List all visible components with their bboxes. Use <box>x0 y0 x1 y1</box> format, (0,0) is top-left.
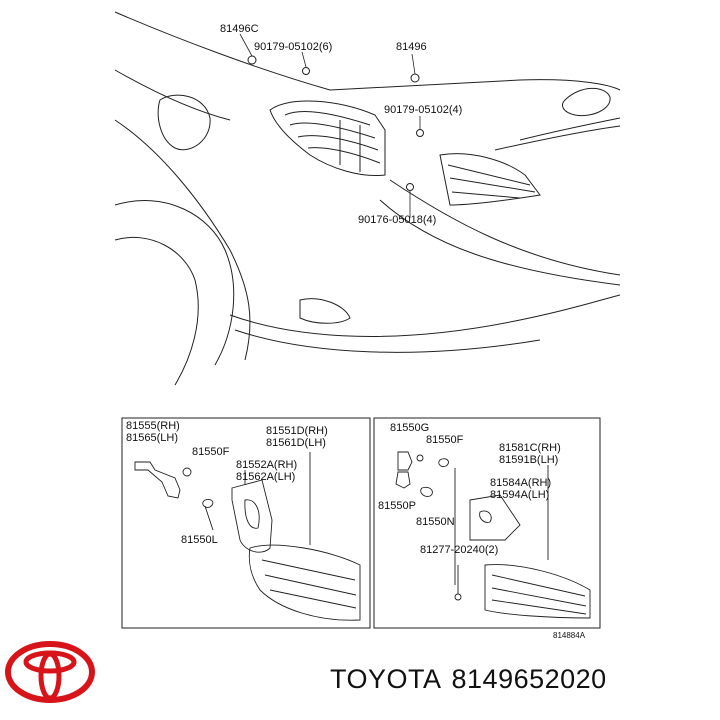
callout-81552A: 81552A(RH) <box>236 459 298 471</box>
callout-81581C: 81581C(RH) <box>499 442 561 454</box>
brand-name: TOYOTA <box>330 664 442 694</box>
callout-81551D: 81551D(RH) <box>266 425 328 437</box>
callout-81591B: 81591B(LH) <box>499 454 559 466</box>
callout-81496C: 81496C <box>220 23 259 35</box>
callout-leaders <box>239 33 421 218</box>
callout-81565: 81565(LH) <box>126 432 178 444</box>
callout-81496: 81496 <box>396 41 427 53</box>
callout-90179-05102-6: 90179-05102(6) <box>254 41 333 53</box>
part-number: 8149652020 <box>451 664 607 694</box>
product-caption: TOYOTA 8149652020 <box>330 664 617 694</box>
callout-81561D: 81561D(LH) <box>266 437 326 449</box>
callout-81550L: 81550L <box>181 534 218 546</box>
callout-81562A: 81562A(LH) <box>236 471 296 483</box>
callout-81277-20240: 81277-20240(2) <box>420 544 499 556</box>
callout-81594A: 81594A(LH) <box>490 489 550 501</box>
toyota-logo-icon <box>5 641 95 703</box>
callout-81584A: 81584A(RH) <box>490 477 552 489</box>
left-inset-drawing <box>134 452 361 621</box>
vehicle-rear-drawing <box>114 11 621 386</box>
right-inset-frame <box>373 417 601 629</box>
callout-81550N: 81550N <box>416 516 455 528</box>
callout-81555: 81555(RH) <box>126 420 180 432</box>
callout-90179-05102-4: 90179-05102(4) <box>384 104 463 116</box>
callout-81550P: 81550P <box>378 500 416 512</box>
right-inset-drawing <box>395 451 591 619</box>
callout-81550G: 81550G <box>390 422 430 434</box>
callout-81550F-left: 81550F <box>192 446 230 458</box>
left-inset-frame <box>121 417 371 629</box>
figure-code: 814884A <box>553 631 586 640</box>
callout-90176-05018: 90176-05018(4) <box>358 214 437 226</box>
callout-81550F-right: 81550F <box>426 434 464 446</box>
